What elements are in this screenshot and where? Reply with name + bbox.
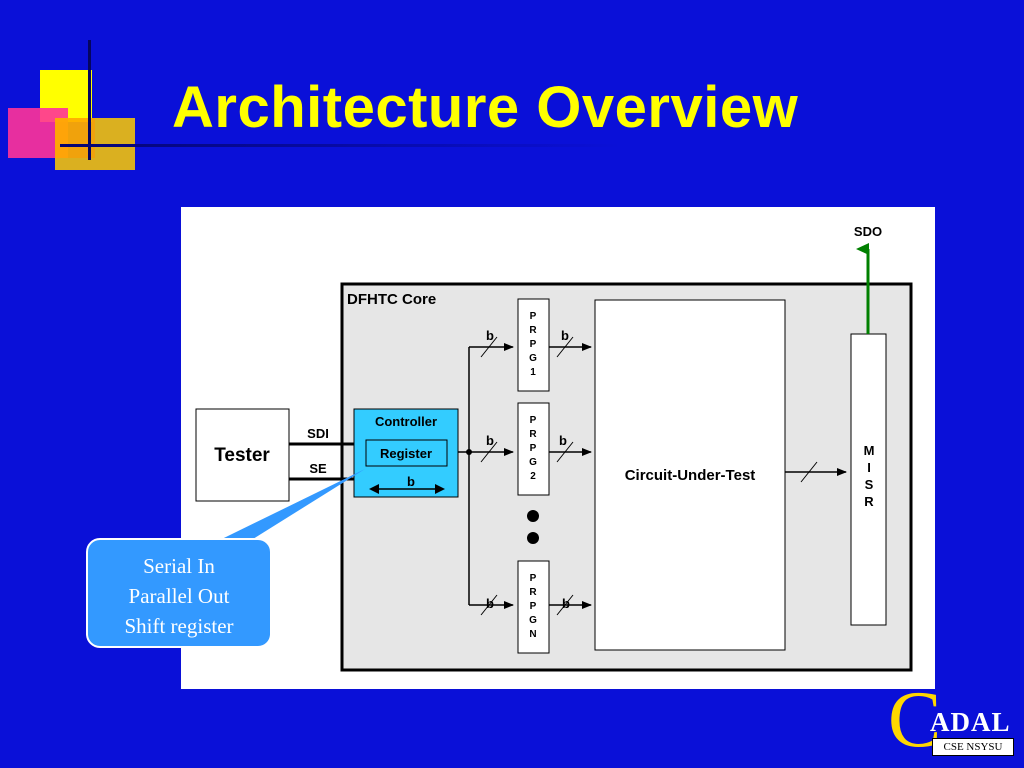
logo-name: ADAL <box>930 707 1011 737</box>
cadal-logo: C ADAL CSE NSYSU <box>888 680 1018 762</box>
prpg2-letter: G <box>529 457 537 468</box>
register-box <box>365 439 448 467</box>
prpgn-letter: P <box>530 601 537 612</box>
misr-letter: S <box>865 477 874 492</box>
prpg1-letter: 1 <box>530 367 536 378</box>
core-label: DFHTC Core <box>347 291 436 308</box>
prpgn-in-label: b <box>486 596 494 611</box>
title-underline <box>60 144 620 147</box>
register-width-label: b <box>407 474 415 489</box>
architecture-diagram: DFHTC Core Tester SDI SE Controller Regi… <box>181 207 935 689</box>
prpg1-letter: R <box>529 325 537 336</box>
cut-box <box>594 299 786 651</box>
prpg1-in-label: b <box>486 328 494 343</box>
diagram-svg: DFHTC Core Tester SDI SE Controller Regi… <box>181 224 913 672</box>
misr-letter: M <box>864 443 875 458</box>
prpg1-letter: P <box>530 339 537 350</box>
prpg2-letter: R <box>529 429 537 440</box>
prpgn-letter: P <box>530 573 537 584</box>
sdi-label: SDI <box>307 426 329 441</box>
se-label: SE <box>309 461 327 476</box>
prpg1-letter: G <box>529 353 537 364</box>
tester-label: Tester <box>214 445 270 466</box>
prpg-n-box <box>517 560 550 654</box>
prpgn-letter: N <box>529 629 536 640</box>
prpg1-letter: P <box>530 311 537 322</box>
register-label: Register <box>380 446 432 461</box>
ellipsis-dot <box>527 510 539 522</box>
slide-title: Architecture Overview <box>172 75 799 140</box>
prpgn-letter: R <box>529 587 537 598</box>
callout-box: Serial In Parallel Out Shift register <box>86 538 272 648</box>
prpg-1-box <box>517 298 550 392</box>
prpg2-letter: P <box>530 443 537 454</box>
misr-box <box>850 333 887 626</box>
cut-label: Circuit-Under-Test <box>625 467 756 484</box>
prpg2-letter: 2 <box>530 471 536 482</box>
misr-letter: I <box>867 460 871 475</box>
prpgn-letter: G <box>529 615 537 626</box>
tester-box <box>195 408 290 502</box>
prpg1-out-label: b <box>561 328 569 343</box>
logo-subtitle: CSE NSYSU <box>932 738 1014 756</box>
prpg2-out-label: b <box>559 433 567 448</box>
callout-line: Shift register <box>124 614 234 638</box>
callout-line: Parallel Out <box>128 584 230 608</box>
callout-line: Serial In <box>143 554 215 578</box>
prpgn-out-label: b <box>562 596 570 611</box>
prpg2-letter: P <box>530 415 537 426</box>
misr-letter: R <box>864 494 874 509</box>
decorative-squares-logo <box>0 40 620 180</box>
ellipsis-dot <box>527 532 539 544</box>
prpg2-in-label: b <box>486 433 494 448</box>
controller-label: Controller <box>375 414 437 429</box>
sdo-label: SDO <box>854 224 882 239</box>
prpg-2-box <box>517 402 550 496</box>
